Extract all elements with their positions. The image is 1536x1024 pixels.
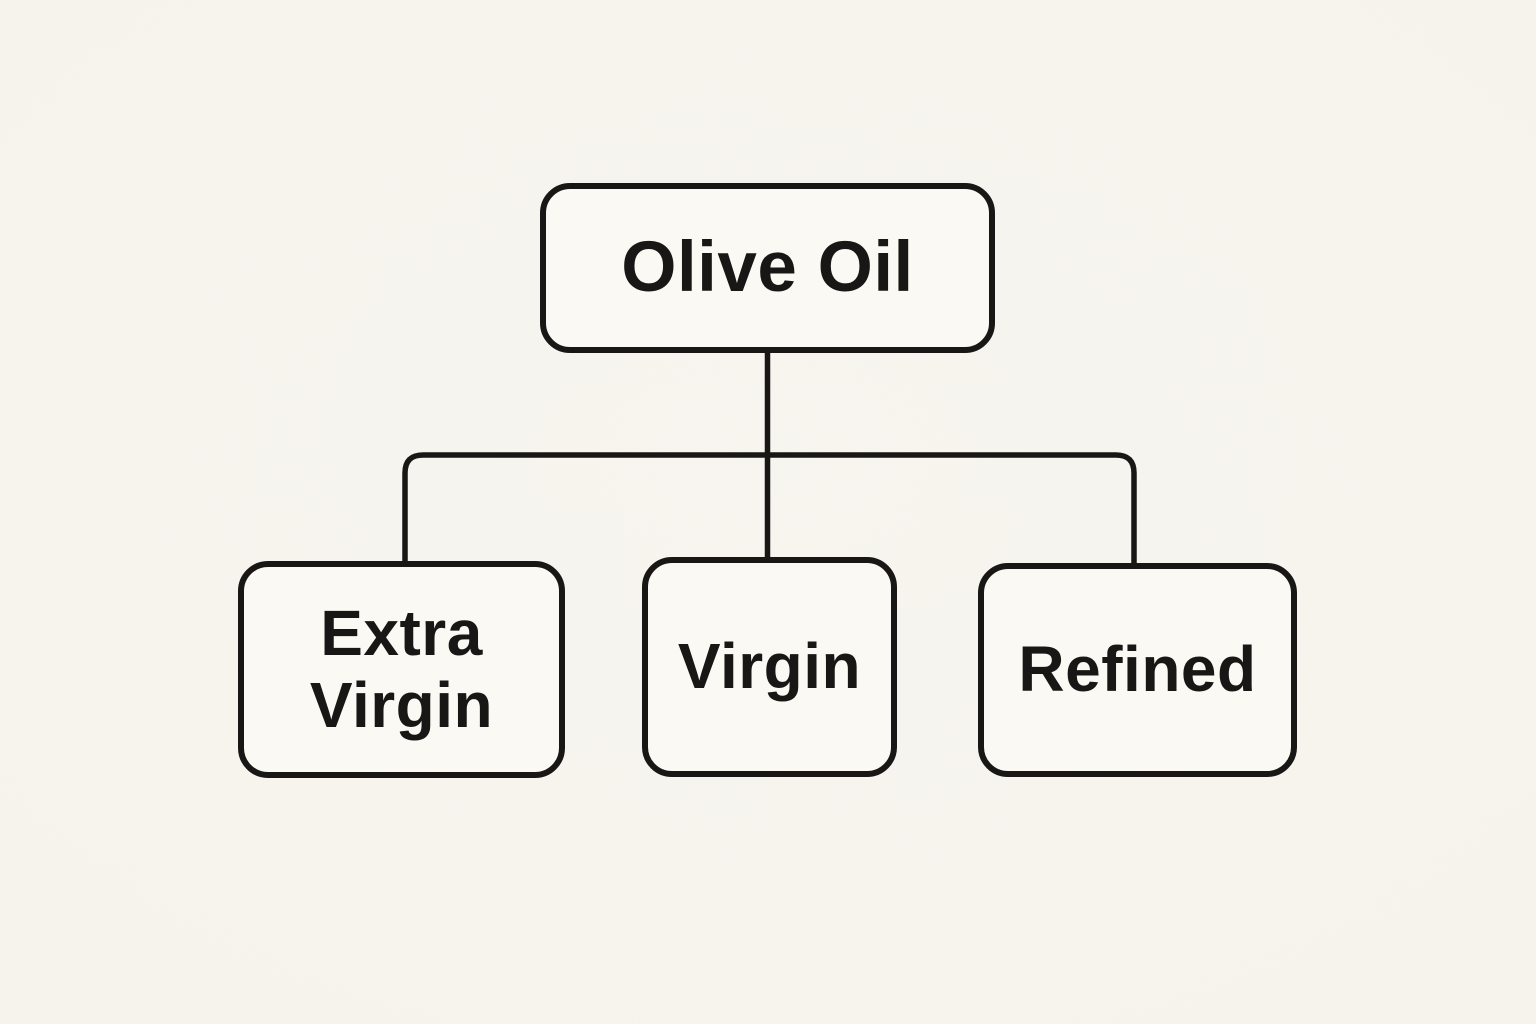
node-refined: Refined <box>978 563 1297 777</box>
node-olive-oil-label: Olive Oil <box>621 228 914 308</box>
node-virgin-label: Virgin <box>677 630 862 703</box>
node-refined-label: Refined <box>1018 633 1257 706</box>
node-virgin: Virgin <box>642 557 897 777</box>
node-olive-oil: Olive Oil <box>540 183 995 353</box>
node-extra-virgin: Extra Virgin <box>238 561 565 778</box>
connector-branch <box>402 452 1137 566</box>
node-extra-virgin-label: Extra Virgin <box>309 596 494 741</box>
